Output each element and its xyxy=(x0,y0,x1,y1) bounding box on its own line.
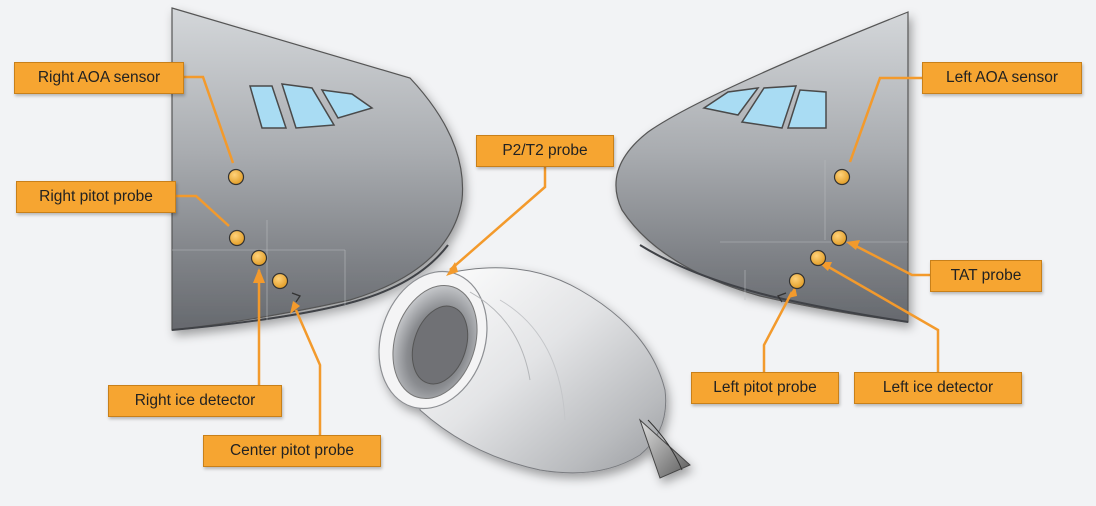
right-pitot-probe-dot xyxy=(228,229,246,247)
label-p2t2-probe: P2/T2 probe xyxy=(476,135,614,167)
leader-left-ice xyxy=(819,260,940,372)
aircraft-nose-right-side-icon xyxy=(171,7,464,331)
ice-detector-mount-icon xyxy=(291,292,301,303)
ice-detector-mount-icon xyxy=(777,292,787,303)
left-pitot-probe-dot xyxy=(788,272,806,290)
leader-center-pitot xyxy=(294,309,322,435)
leader-p2t2 xyxy=(449,165,547,271)
leader-left-pitot xyxy=(762,291,794,372)
left-aoa-sensor-dot xyxy=(833,168,851,186)
arrow-tat xyxy=(846,240,860,250)
leader-left-aoa xyxy=(848,76,922,163)
cockpit-windows-left xyxy=(702,85,827,129)
arrowheads xyxy=(253,240,860,314)
arrow-center-pitot xyxy=(290,301,300,314)
left-ice-detector-dot xyxy=(809,249,827,267)
label-right-pitot-probe: Right pitot probe xyxy=(16,181,176,213)
leader-right-pitot xyxy=(175,194,230,227)
leader-lines xyxy=(175,75,940,435)
leader-right-aoa xyxy=(183,75,235,164)
label-tat-probe: TAT probe xyxy=(930,260,1042,292)
arrow-left-pitot xyxy=(788,286,797,298)
label-right-aoa-sensor: Right AOA sensor xyxy=(14,62,184,94)
right-aoa-sensor-dot xyxy=(227,168,245,186)
arrow-p2t2 xyxy=(446,262,458,276)
leader-tat xyxy=(849,241,930,277)
center-pitot-probe-dot xyxy=(271,272,289,290)
jet-engine-nacelle-icon xyxy=(378,267,691,479)
cockpit-windows-right xyxy=(249,83,374,129)
sensor-dots xyxy=(227,168,851,290)
tat-probe-dot xyxy=(830,229,848,247)
arrow-right-ice xyxy=(253,268,265,283)
right-ice-detector-dot xyxy=(250,249,268,267)
aircraft-nose-left-side-icon xyxy=(615,11,909,323)
label-center-pitot-probe: Center pitot probe xyxy=(203,435,381,467)
label-left-aoa-sensor: Left AOA sensor xyxy=(922,62,1082,94)
label-left-pitot-probe: Left pitot probe xyxy=(691,372,839,404)
label-right-ice-detector: Right ice detector xyxy=(108,385,282,417)
label-left-ice-detector: Left ice detector xyxy=(854,372,1022,404)
